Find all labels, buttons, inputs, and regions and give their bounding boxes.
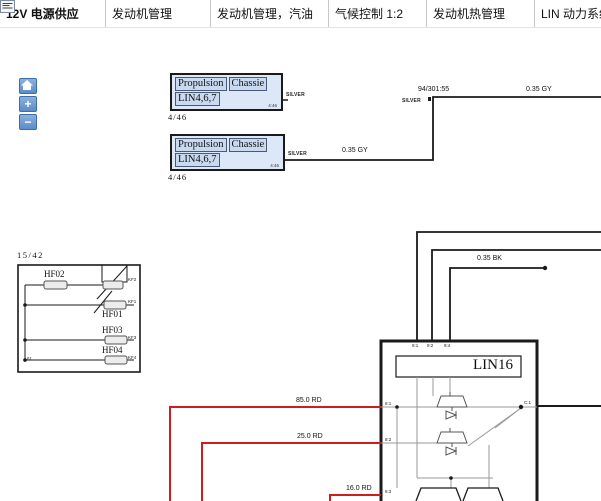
fuse-hf01[interactable] xyxy=(103,300,127,310)
junction-dot xyxy=(395,405,399,409)
fuse-switch[interactable] xyxy=(102,280,124,290)
red-power-wires xyxy=(169,406,381,501)
module-pin-label: 8:2 xyxy=(385,437,392,442)
home-button[interactable] xyxy=(19,78,37,94)
module-pin-label: 8:1 xyxy=(385,401,392,406)
tab-bar: 12V 电源供应 发动机管理 发动机管理，汽油 气候控制 1:2 发动机热管理 … xyxy=(0,0,601,28)
component-ref-label: 4/46 xyxy=(168,172,188,182)
fusebox-15-42[interactable] xyxy=(17,264,141,373)
fuse-pin-label: KF1 xyxy=(128,299,137,304)
module-chip[interactable]: Propulsion xyxy=(175,77,227,91)
module-chip[interactable]: Chassie xyxy=(228,138,268,152)
wire-gauge-label: 0.35 GY xyxy=(526,86,552,93)
module-box-propulsion-a[interactable]: Propulsion Chassie LIN4,6,7 4:46 xyxy=(170,73,283,111)
lin16-name-label: LIN16 xyxy=(473,357,513,373)
junction-dot xyxy=(518,404,524,410)
fuse-hf02[interactable] xyxy=(43,280,68,290)
wire-gauge-label: 25.0 RD xyxy=(297,433,323,440)
component-ref-label: 4/46 xyxy=(168,112,188,122)
transistor-symbol-1 xyxy=(436,392,468,420)
fuse-label: HF04 xyxy=(102,345,123,355)
junction-connector-label: SILVER xyxy=(402,98,421,104)
tab-label: 气候控制 1:2 xyxy=(335,7,404,21)
fuse-label: HF01 xyxy=(102,309,123,319)
home-icon xyxy=(21,80,33,90)
module-pin-label: 9:2 xyxy=(427,343,434,348)
module-pin-label: 4:46 xyxy=(268,103,277,108)
tab-label: 发动机管理 xyxy=(112,7,173,21)
lin16-top-wires xyxy=(416,231,601,341)
tab-label: LIN 动力系统 xyxy=(541,7,601,21)
output-stage-symbols xyxy=(415,487,504,501)
fuse-pin-label: KF4 xyxy=(128,355,137,360)
module-chip[interactable]: LIN4,6,7 xyxy=(175,92,220,106)
zoom-in-button[interactable]: + xyxy=(19,96,37,112)
fuse-label: HF03 xyxy=(102,325,123,335)
bk-wire-terminal-dot xyxy=(542,265,548,271)
wire-gauge-label: 16.0 RD xyxy=(346,485,372,492)
connector-color-label: SILVER xyxy=(288,151,307,157)
gy-wire xyxy=(285,96,601,161)
component-ref-label: 15/42 xyxy=(17,250,44,260)
module-pin-label: 8:3 xyxy=(385,489,392,494)
module-pin-label: 4:46 xyxy=(270,163,279,168)
fuse-hf03[interactable] xyxy=(104,335,128,345)
ground-pin-label: 61 xyxy=(27,356,33,361)
connector-color-label: SILVER xyxy=(286,92,305,98)
module-chip[interactable]: Propulsion xyxy=(175,138,227,152)
module-pin-label: C:1 xyxy=(524,400,532,405)
module-pin-label: 9:1 xyxy=(412,343,419,348)
fuse-pin-label: KF3 xyxy=(128,335,137,340)
tab-label: 发动机管理，汽油 xyxy=(217,7,314,21)
module-chip[interactable]: Chassie xyxy=(228,77,268,91)
junction-dot xyxy=(449,476,453,480)
wire-gauge-label: 0.35 BK xyxy=(477,255,502,262)
transistor-symbol-2 xyxy=(436,428,468,456)
zoom-out-button[interactable]: − xyxy=(19,114,37,130)
lin16-module[interactable] xyxy=(379,339,539,501)
wire-circuit-label: 94/301:55 xyxy=(418,86,450,93)
fuse-pin-label: KF2 xyxy=(128,277,137,282)
tab-label: 发动机热管理 xyxy=(433,7,506,21)
tab-label: 12V 电源供应 xyxy=(6,7,79,21)
wire-gauge-label: 85.0 RD xyxy=(296,397,322,404)
fuse-hf04[interactable] xyxy=(104,355,128,365)
module-chip[interactable]: LIN4,6,7 xyxy=(175,153,220,167)
inline-connector-mark xyxy=(428,97,431,101)
module-box-propulsion-b[interactable]: Propulsion Chassie LIN4,6,7 4:46 xyxy=(170,134,285,171)
module-pin-label: 9:4 xyxy=(444,343,451,348)
fuse-label: HF02 xyxy=(44,269,65,279)
wire-gauge-label: 0.35 GY xyxy=(342,147,368,154)
